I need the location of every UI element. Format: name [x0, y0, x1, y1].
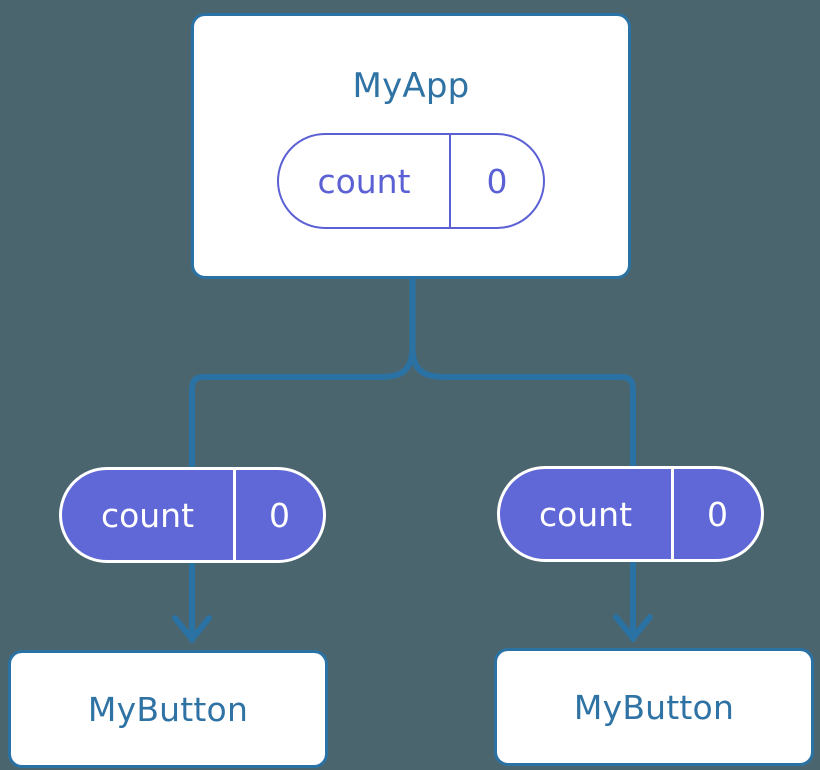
arrow-down-left	[172, 562, 212, 643]
state-pill-child-left[interactable]: count 0	[59, 467, 326, 563]
state-value-child-left: 0	[269, 495, 290, 535]
state-key-child-left: count	[62, 470, 236, 560]
state-key-myapp: count	[279, 135, 451, 227]
component-title-myapp: MyApp	[352, 66, 470, 106]
state-pill-child-right[interactable]: count 0	[497, 466, 764, 562]
state-key-child-right: count	[500, 469, 674, 559]
state-pill-myapp[interactable]: count 0	[277, 133, 545, 229]
component-box-mybutton-left[interactable]: MyButton	[8, 650, 328, 768]
arrow-down-right	[613, 562, 653, 642]
state-value-child-right: 0	[707, 494, 728, 534]
component-box-mybutton-right[interactable]: MyButton	[494, 648, 814, 766]
component-title-mybutton-left: MyButton	[87, 689, 249, 729]
state-value-myapp: 0	[486, 161, 508, 201]
component-title-mybutton-right: MyButton	[573, 687, 735, 727]
